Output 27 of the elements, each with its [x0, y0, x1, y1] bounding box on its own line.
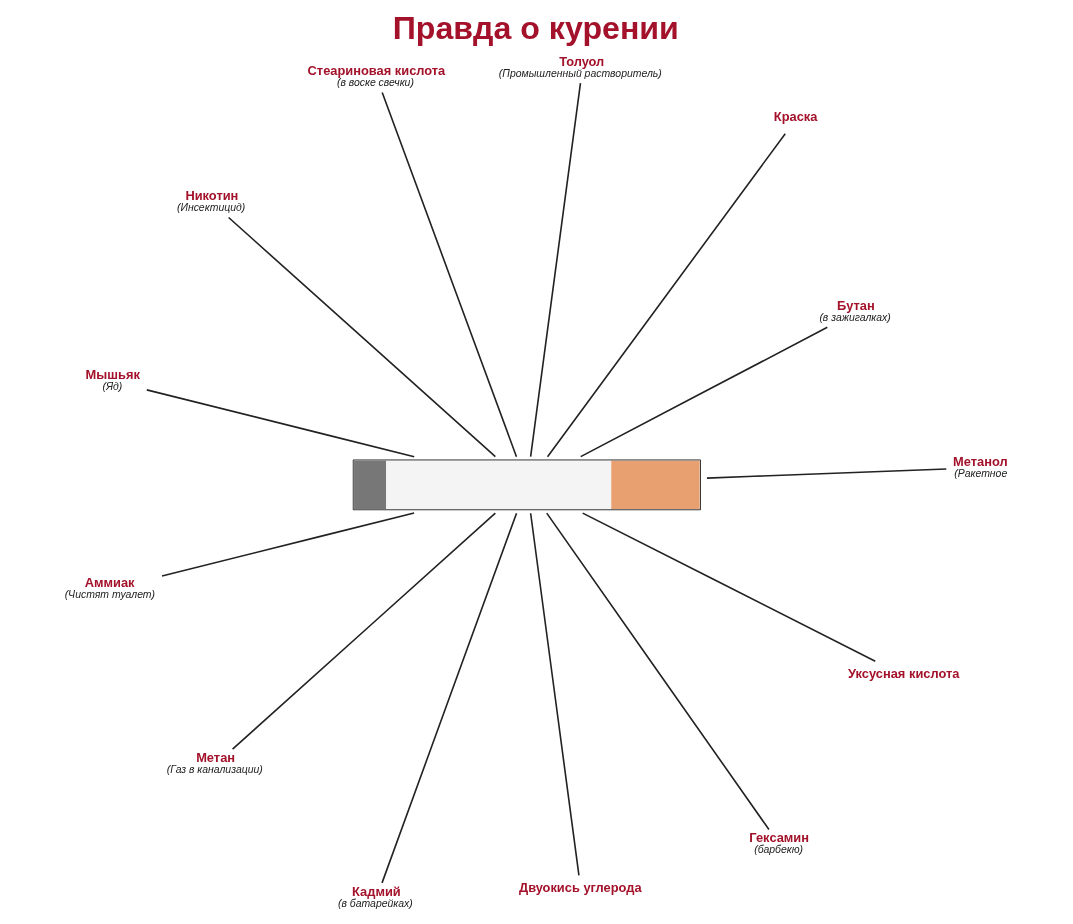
node-text: Краска [773, 109, 817, 125]
connector [529, 512, 580, 877]
connector [579, 326, 828, 458]
node-text: Бутан (в зажигалках) [818, 298, 891, 324]
connector [380, 91, 517, 458]
connector [231, 512, 496, 750]
connector [545, 512, 770, 831]
node-text: Уксусная кислота [847, 665, 959, 681]
connector [705, 468, 947, 479]
node-text: Гексамин (барбекю) [748, 830, 809, 856]
connector [160, 512, 415, 577]
node-text: Кадмий (в батарейках) [337, 883, 413, 909]
node-text: Стеариновая кислота (в воске свечки) [307, 63, 445, 89]
connector [546, 132, 786, 458]
connector [380, 512, 517, 884]
connector [145, 389, 415, 458]
connector [529, 82, 581, 458]
node-text: Толуол (Промышленный растворитель) [498, 53, 662, 79]
connector [227, 216, 496, 458]
node-text: Метан (Газ в канализации) [166, 749, 263, 775]
connector [581, 512, 876, 663]
node-text: Метанол (Ракетное [952, 453, 1008, 479]
node-text: Никотин (Инсектицид) [176, 188, 245, 214]
node-text: Аммиак (Чистят туалет) [64, 574, 155, 600]
diagram-title: Правда о курении [392, 10, 679, 47]
node-text: Мышьяк (Яд) [85, 367, 140, 393]
node-text: Двуокись углерода [518, 880, 642, 896]
